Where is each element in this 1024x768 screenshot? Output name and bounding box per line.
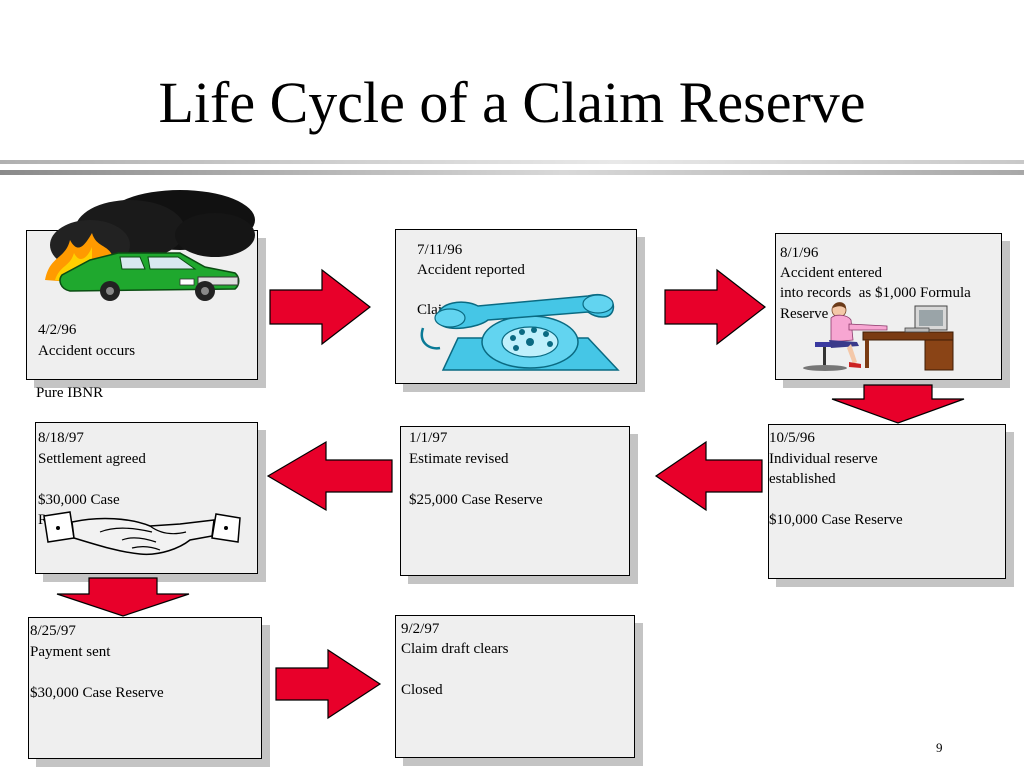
telephone-icon bbox=[420, 294, 620, 371]
burning-car-icon bbox=[45, 190, 255, 301]
step-2-date: 7/11/96 bbox=[417, 242, 463, 258]
arrow-left-2 bbox=[266, 440, 393, 512]
step-7-date: 8/25/97 bbox=[30, 623, 76, 639]
step-4-text: Individual reserve bbox=[769, 451, 878, 467]
title-divider-bottom bbox=[0, 170, 1024, 175]
step-4-reserve: $10,000 Case Reserve bbox=[769, 512, 903, 528]
step-8-date: 9/2/97 bbox=[401, 621, 440, 637]
office-worker-icon bbox=[803, 302, 954, 371]
step-1-extra: Pure IBNR bbox=[36, 385, 104, 401]
step-2-text: Accident reported bbox=[417, 262, 525, 278]
step-7-reserve: $30,000 Case Reserve bbox=[30, 685, 164, 701]
step-5-date: 1/1/97 bbox=[409, 430, 448, 446]
step-4-text-2: established bbox=[769, 471, 836, 487]
page-number: 9 bbox=[936, 740, 943, 755]
arrow-left-1 bbox=[654, 440, 763, 512]
step-4-box bbox=[768, 424, 1006, 579]
step-3-text-3: Reserve bbox=[780, 306, 829, 322]
step-3-text-2: into records as $1,000 Formula bbox=[780, 285, 971, 301]
arrow-right-2 bbox=[664, 268, 766, 346]
step-3-text: Accident entered bbox=[780, 265, 883, 281]
title-divider-top bbox=[0, 160, 1024, 164]
step-8-text: Claim draft clears bbox=[401, 641, 509, 657]
step-5-text: Estimate revised bbox=[409, 451, 509, 467]
step-6-reserve: $30,000 Case bbox=[38, 492, 120, 508]
step-8-box bbox=[395, 615, 635, 758]
slide-title: Life Cycle of a Claim Reserve bbox=[158, 70, 866, 135]
step-1-date: 4/2/96 bbox=[38, 322, 77, 338]
step-7-box bbox=[28, 617, 262, 759]
handshake-icon bbox=[43, 511, 241, 556]
step-6-date: 8/18/97 bbox=[38, 430, 84, 446]
step-7-text: Payment sent bbox=[30, 644, 111, 660]
step-6-text: Settlement agreed bbox=[38, 451, 146, 467]
step-4-date: 10/5/96 bbox=[769, 430, 815, 446]
arrow-right-3 bbox=[275, 648, 382, 720]
step-3-box bbox=[775, 233, 1002, 380]
arrow-right-1 bbox=[269, 268, 371, 346]
step-8-status: Closed bbox=[401, 682, 443, 698]
step-5-reserve: $25,000 Case Reserve bbox=[409, 492, 543, 508]
step-3-date: 8/1/96 bbox=[780, 245, 819, 261]
step-1-text: Accident occurs bbox=[38, 343, 136, 359]
step-5-box bbox=[400, 426, 630, 576]
arrow-down-2 bbox=[56, 577, 190, 617]
arrow-down-1 bbox=[831, 384, 965, 424]
